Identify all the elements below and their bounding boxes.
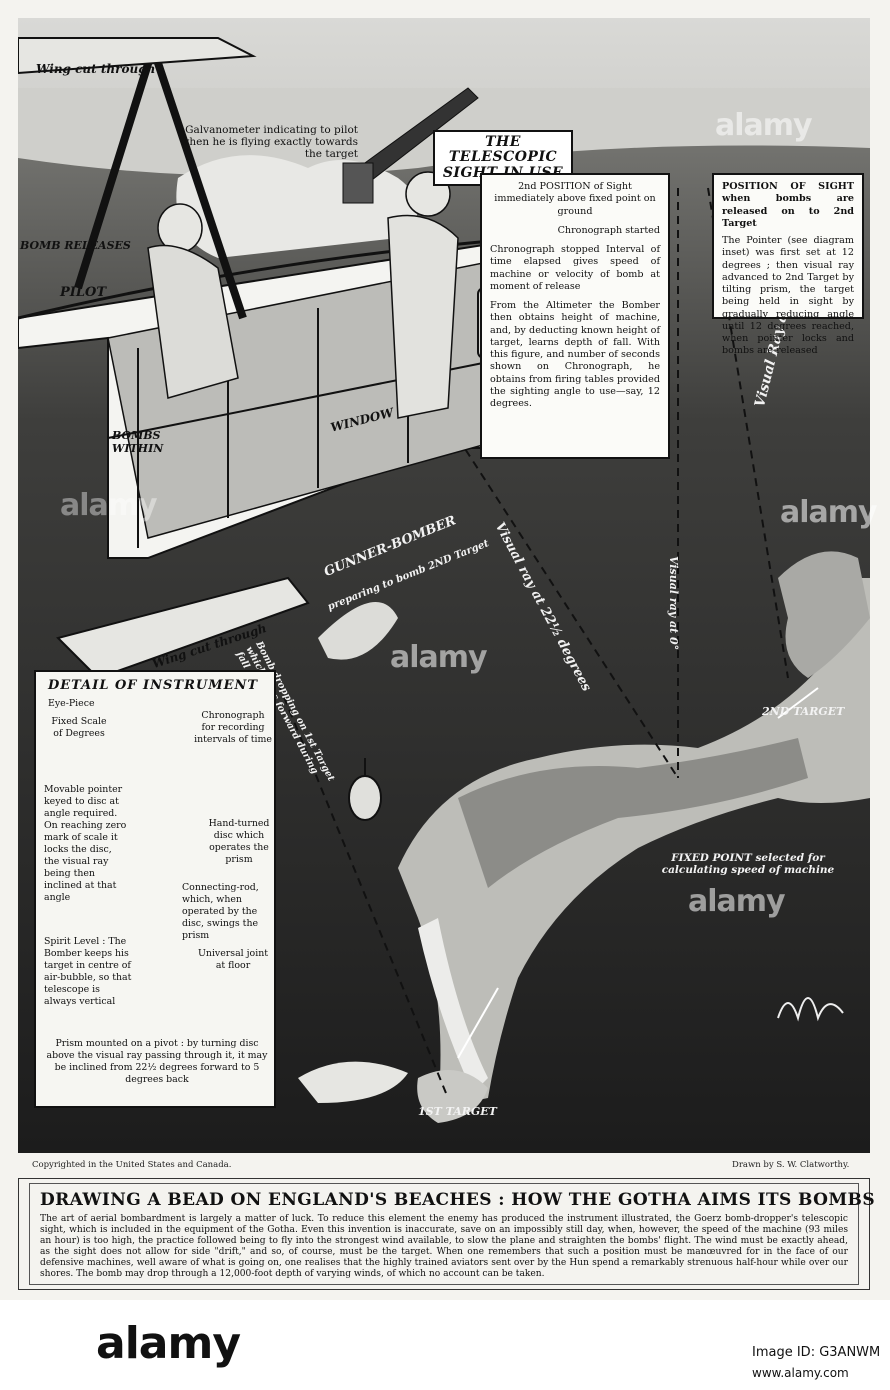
artist-credit: Drawn by S. W. Clatworthy. [732, 1160, 850, 1170]
low-cloud [298, 1061, 408, 1103]
gotha-fuselage [18, 37, 564, 680]
universal-joint-label: Universal joint at floor [198, 948, 268, 972]
falling-bomb [348, 758, 382, 821]
first-target-pointer [457, 987, 499, 1059]
watermark-left: alamy [60, 488, 158, 523]
beach [418, 918, 488, 1093]
watermark-lower: alamy [688, 884, 786, 919]
fixed-point-label: FIXED POINT selected for calculating spe… [661, 852, 835, 877]
prism-label: Prism mounted on a pivot : by turning di… [46, 1038, 268, 1086]
artist-signature [777, 997, 844, 1022]
watermark-top: alamy [715, 108, 813, 143]
alamy-logo: alamy [96, 1318, 241, 1369]
eyepiece-label: Eye-Piece [48, 698, 95, 709]
position-box: 2nd POSITION of Sight immediately above … [480, 173, 670, 459]
instrument-detail-box: DETAIL OF INSTRUMENT Eye-Piece Fixed Sca… [34, 670, 276, 1108]
sight-box: POSITION OF SIGHT when bombs are release… [712, 173, 864, 356]
chronograph-started-text: Chronograph started [557, 224, 660, 236]
caption-title: DRAWING A BEAD ON ENGLAND'S BEACHES : HO… [40, 1190, 876, 1210]
chronograph-stopped-text: Chronograph stopped Interval of time ela… [490, 244, 660, 292]
visual-ray-22-line [457, 437, 679, 779]
image-id: Image ID: G3ANWM [752, 1345, 881, 1360]
second-target-pointer [777, 687, 819, 719]
wing-label-top: Wing cut through [36, 62, 156, 76]
sight-box-body: The Pointer (see diagram inset) was firs… [722, 235, 854, 357]
caption-inner: DRAWING A BEAD ON ENGLAND'S BEACHES : HO… [29, 1183, 876, 1285]
copyright-credit: Copyrighted in the United States and Can… [32, 1160, 232, 1170]
caption-body: The art of aerial bombardment is largely… [40, 1214, 848, 1280]
spirit-level-label: Spirit Level : The Bomber keeps his targ… [44, 936, 132, 1008]
chronograph-label: Chronograph for recording intervals of t… [194, 710, 272, 746]
second-target-label: 2ND TARGET [762, 705, 845, 718]
second-position-text: 2nd POSITION of Sight immediately above … [494, 181, 656, 217]
sight-box-title: POSITION OF SIGHT when bombs are release… [722, 181, 854, 229]
visual-ray-12-line [707, 187, 789, 679]
watermark-right: alamy [780, 495, 878, 530]
coastline [398, 578, 870, 1108]
altimeter-text: From the Altimeter the Bomber then obtai… [490, 300, 660, 410]
visual-ray-0-label: Visual ray at 0° [667, 556, 680, 651]
bomb-path-line [267, 657, 449, 1099]
connecting-rod-label: Connecting-rod, which, when operated by … [182, 882, 259, 942]
first-target-label: 1ST TARGET [418, 1105, 497, 1118]
illustration-plate [18, 18, 870, 1153]
caption-box: DRAWING A BEAD ON ENGLAND'S BEACHES : HO… [18, 1178, 876, 1290]
watermark-center: alamy [390, 640, 488, 675]
headland [778, 551, 870, 678]
stock-footer [0, 1300, 890, 1390]
bomb-releases-label: BOMB RELEASES [20, 239, 131, 252]
aerial-scene [18, 18, 870, 1153]
bombs-within-label: BOMBS WITHIN [112, 429, 164, 455]
hand-turned-label: Hand-turned disc which operates the pris… [208, 818, 270, 866]
movable-pointer-label: Movable pointer keyed to disc at angle r… [44, 784, 127, 904]
smoke-cloud [318, 602, 398, 660]
stock-url[interactable]: www.alamy.com [752, 1366, 849, 1380]
detail-title: DETAIL OF INSTRUMENT [48, 678, 259, 693]
pilot-label: PILOT [60, 285, 106, 300]
target-island [417, 1070, 488, 1123]
town [458, 738, 808, 888]
fixed-scale-label: Fixed Scale of Degrees [51, 716, 107, 740]
galvanometer-label: Galvanometer indicating to pilot when he… [180, 124, 358, 161]
